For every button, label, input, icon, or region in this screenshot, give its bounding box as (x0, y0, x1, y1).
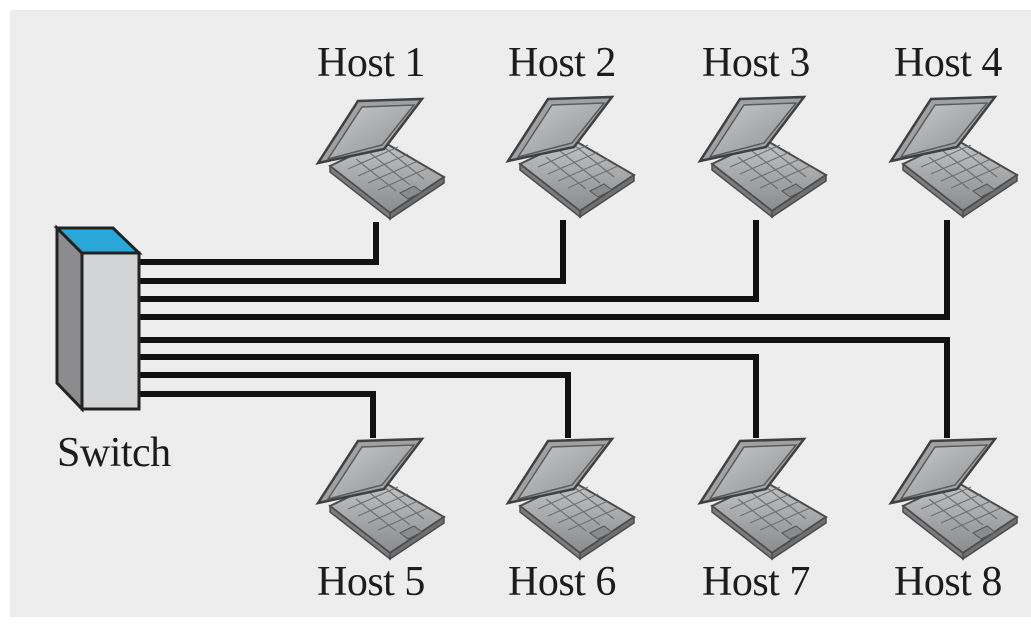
laptop-icon-host-6 (506, 437, 636, 561)
host-label-2: Host 2 (508, 40, 616, 86)
host-label-6: Host 6 (508, 559, 616, 605)
host-label-8: Host 8 (894, 559, 1002, 605)
host-label-4: Host 4 (894, 40, 1002, 86)
cable-host-5 (139, 391, 376, 438)
cable-host-2 (139, 220, 566, 284)
laptop-icon-host-1 (316, 97, 446, 221)
laptop-icon-host-2 (506, 95, 636, 219)
cable-host-4 (139, 220, 950, 320)
laptop-icon-host-3 (698, 95, 828, 219)
host-label-7: Host 7 (702, 559, 810, 605)
cable-host-8 (139, 337, 950, 438)
cable-host-6 (139, 372, 571, 438)
switch-icon (53, 224, 143, 413)
switch-label: Switch (57, 430, 171, 476)
host-label-1: Host 1 (317, 40, 425, 86)
host-label-5: Host 5 (317, 559, 425, 605)
laptop-icon-host-5 (316, 437, 446, 561)
diagram-background (10, 10, 1031, 617)
cables (139, 220, 950, 438)
laptop-icon-host-4 (889, 95, 1019, 219)
cable-host-1 (139, 222, 379, 265)
laptop-icon-host-8 (889, 437, 1019, 561)
laptop-icon-host-7 (698, 437, 828, 561)
host-label-3: Host 3 (702, 40, 810, 86)
cable-host-7 (139, 354, 759, 438)
cable-host-3 (139, 220, 759, 302)
